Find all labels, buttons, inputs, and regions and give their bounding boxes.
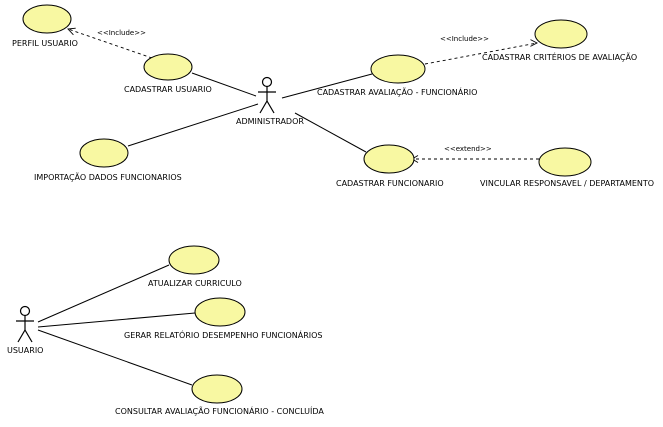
label-cadastrar-funcionario: CADASTRAR FUNCIONARIO	[336, 179, 444, 188]
assoc-admin-cadastrar-funcionario	[294, 112, 367, 153]
actor-usuario-leg-right	[24, 329, 33, 343]
include-criterios-line	[424, 42, 538, 65]
label-usuario: USUARIO	[7, 346, 43, 355]
actor-administrador-leg-right	[266, 100, 275, 114]
assoc-admin-importacao	[127, 103, 259, 147]
use-case-atualizar-curriculo[interactable]	[168, 245, 220, 275]
actor-administrador[interactable]	[258, 76, 276, 114]
actor-usuario[interactable]	[16, 305, 34, 343]
include-criterios-arrowhead	[530, 39, 538, 47]
use-case-cadastrar-avaliacao[interactable]	[370, 54, 426, 84]
label-consultar-avaliacao: CONSULTAR AVALIAÇÃO FUNCIONÁRIO - CONCLU…	[115, 405, 324, 416]
label-perfil-usuario: PERFIL USUARIO	[12, 39, 78, 48]
assoc-admin-cadastrar-avaliacao	[281, 73, 373, 99]
include-perfil-arrowhead	[67, 27, 76, 36]
use-case-importacao-dados[interactable]	[79, 138, 129, 168]
use-case-gerar-relatorio[interactable]	[194, 297, 246, 327]
assoc-usuario-gerar	[37, 312, 196, 328]
use-case-cadastrar-funcionario[interactable]	[363, 144, 415, 174]
assoc-usuario-atualizar	[37, 264, 170, 323]
use-case-cadastrar-usuario[interactable]	[143, 53, 193, 81]
label-atualizar-curriculo: ATUALIZAR CURRICULO	[148, 279, 242, 288]
include-criterios-stereotype: <<Include>>	[440, 35, 489, 43]
use-case-consultar-avaliacao[interactable]	[191, 374, 243, 404]
label-cadastrar-usuario: CADASTRAR USUARIO	[124, 85, 212, 94]
use-case-cadastrar-criterios[interactable]	[534, 19, 588, 49]
label-gerar-relatorio: GERAR RELATÓRIO DESEMPENHO FUNCIONÁRIOS	[124, 329, 323, 340]
extend-vincular-stereotype: <<extend>>	[444, 145, 492, 153]
actor-administrador-leg-left	[259, 100, 268, 114]
use-case-perfil-usuario[interactable]	[22, 4, 72, 34]
actor-usuario-leg-left	[17, 329, 26, 343]
assoc-admin-cadastrar-usuario	[191, 72, 257, 97]
label-importacao-dados: IMPORTAÇÃO DADOS FUNCIONARIOS	[34, 172, 182, 182]
include-perfil-stereotype: <<Include>>	[97, 29, 146, 37]
actor-administrador-head	[261, 76, 273, 88]
label-cadastrar-criterios: CADASTRAR CRITÉRIOS DE AVALIAÇÃO	[482, 51, 637, 62]
label-vincular-responsavel: VINCULAR RESPONSAVEL / DEPARTAMENTO	[480, 179, 654, 188]
use-case-vincular-responsavel[interactable]	[538, 147, 592, 177]
label-cadastrar-avaliacao: CADASTRAR AVALIAÇÃO - FUNCIONÁRIO	[317, 86, 477, 97]
assoc-usuario-consultar	[37, 329, 193, 386]
label-administrador: ADMINISTRADOR	[236, 117, 304, 126]
include-perfil-line	[67, 28, 153, 59]
actor-usuario-head	[19, 305, 31, 317]
